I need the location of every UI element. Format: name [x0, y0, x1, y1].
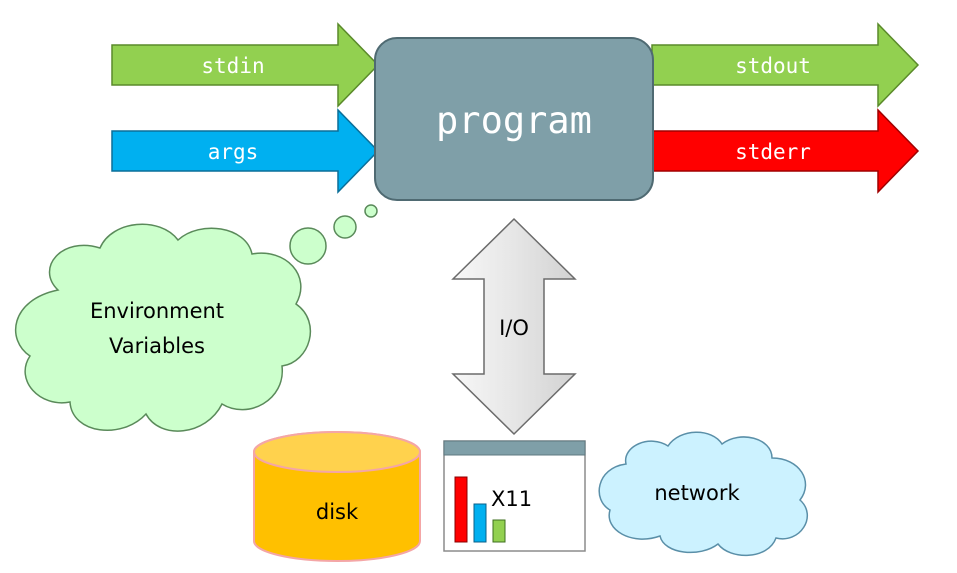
thought-bubble-small [364, 204, 378, 218]
thought-bubble-large [289, 227, 327, 265]
x11-label: X11 [491, 487, 532, 511]
args-label: args [208, 140, 259, 164]
disk-label: disk [316, 500, 359, 524]
program-box-shape [374, 37, 654, 201]
io-double-arrow: I/O [451, 217, 577, 436]
environment-cloud-shape [14, 223, 312, 432]
stdin-label: stdin [201, 54, 264, 78]
environment-label-line1: Environment [90, 299, 224, 323]
args-arrow-shape [111, 108, 380, 194]
thought-bubbles [289, 204, 378, 265]
io-label: I/O [499, 316, 529, 340]
network-cloud-shape [598, 431, 809, 556]
stdin-arrow: stdin [111, 22, 380, 108]
thought-bubble-medium [333, 215, 357, 239]
network-cloud: network [598, 431, 809, 556]
stderr-arrow-shape [651, 108, 920, 194]
x11-bar-green [492, 519, 506, 543]
program-label: program [436, 99, 592, 142]
disk-cylinder: disk [253, 431, 421, 562]
stdout-arrow-shape [651, 22, 920, 108]
x11-bar-red [454, 476, 468, 543]
stderr-arrow: stderr [651, 108, 920, 194]
disk-cylinder-top [253, 431, 421, 473]
x11-window: X11 [443, 440, 586, 552]
program-box: program [374, 37, 654, 201]
environment-cloud: Environment Variables [14, 223, 312, 432]
stderr-label: stderr [735, 140, 811, 164]
stdin-arrow-shape [111, 22, 380, 108]
network-label: network [654, 481, 740, 505]
stdout-arrow: stdout [651, 22, 920, 108]
x11-bar-blue [473, 503, 487, 543]
x11-window-titlebar [443, 440, 586, 456]
stdout-label: stdout [735, 54, 811, 78]
args-arrow: args [111, 108, 380, 194]
environment-label-line2: Variables [109, 334, 205, 358]
io-double-arrow-shape [451, 217, 577, 436]
